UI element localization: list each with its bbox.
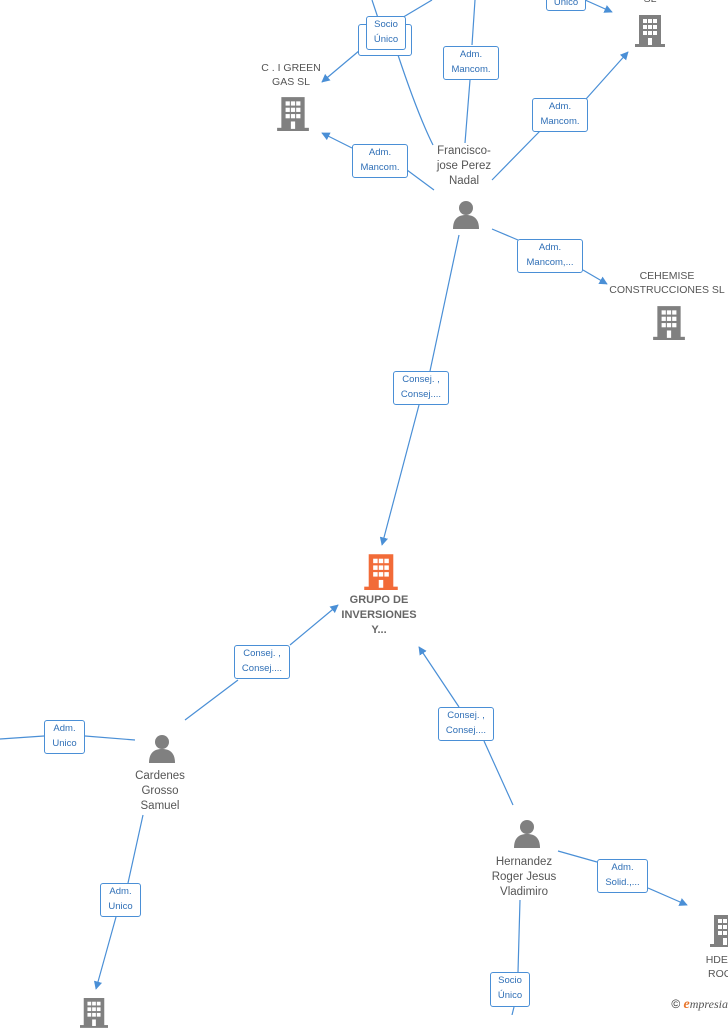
edge-label-adm-unico-bottom[interactable]: Adm. Unico — [100, 883, 141, 917]
node-label-c-i-green-gas[interactable]: C . I GREEN GAS SL — [261, 62, 321, 88]
building-icon[interactable] — [364, 552, 398, 590]
edge-adm-unico-left — [0, 735, 136, 741]
edge-label-adm-mancom-vertical[interactable]: Adm. Mancom. — [443, 46, 499, 80]
edge-label-adm-solid[interactable]: Adm. Solid.,... — [597, 859, 648, 893]
edge-unico-top-right — [584, 0, 613, 13]
edge-label-unico-top-right[interactable]: Unico — [546, 0, 586, 11]
copyright-brand: © empresia — [671, 997, 728, 1013]
building-icon[interactable] — [710, 912, 728, 948]
person-icon[interactable] — [512, 818, 542, 848]
edge-consej-cardenes — [184, 605, 338, 721]
building-icon[interactable] — [80, 996, 108, 1028]
edge-adm-cehemise — [491, 228, 607, 284]
node-label-cehemise[interactable]: CEHEMISE CONSTRUCCIONES SL — [609, 270, 725, 296]
edge-label-consej-francisco[interactable]: Consej. , Consej.... — [393, 371, 449, 405]
node-label-cardenes[interactable]: Cardenes Grosso Samuel — [135, 770, 185, 812]
edge-consej-hernandez — [419, 647, 514, 806]
edge-adm-green — [322, 133, 435, 191]
edge-francisco-up-left — [397, 54, 434, 146]
edge-adm-unico-bottom — [96, 814, 144, 989]
edge-adm-right — [491, 52, 628, 181]
edge-label-adm-unico-left[interactable]: Adm. Unico — [44, 720, 85, 754]
edge-adm-vertical — [464, 0, 476, 144]
edge-socio-unico-bottom — [511, 899, 521, 1015]
edge-label-adm-mancom-cehemise[interactable]: Adm. Mancom,... — [517, 239, 583, 273]
building-icon[interactable] — [653, 304, 685, 340]
edge-label-consej-cardenes[interactable]: Consej. , Consej.... — [234, 645, 290, 679]
person-icon[interactable] — [451, 199, 481, 229]
brand-logo: empresia — [683, 997, 728, 1012]
edge-adm-solid — [557, 850, 687, 905]
node-label-top-right-company[interactable]: SL — [630, 0, 670, 6]
building-icon[interactable] — [635, 12, 665, 48]
node-label-hernandez[interactable]: Hernandez Roger Jesus Vladimiro — [491, 856, 557, 898]
copyright-symbol: © — [671, 997, 681, 1011]
edge-label-adm-mancom-right[interactable]: Adm. Mancom. — [532, 98, 588, 132]
edge-label-socio-unico-top[interactable]: Socio Único — [366, 16, 406, 50]
edge-consej-francisco — [382, 234, 460, 545]
edge-label-adm-mancom-green[interactable]: Adm. Mancom. — [352, 144, 408, 178]
person-icon[interactable] — [147, 733, 177, 763]
building-icon[interactable] — [277, 95, 309, 131]
node-label-francisco[interactable]: Francisco- jose Perez Nadal — [436, 145, 492, 187]
node-label-grupo[interactable]: GRUPO DE INVERSIONES Y... — [341, 594, 417, 636]
edge-label-consej-hernandez[interactable]: Consej. , Consej.... — [438, 707, 494, 741]
node-label-hdez[interactable]: HDEZ ROG — [705, 954, 728, 980]
edge-label-socio-unico-bottom[interactable]: Socio Único — [490, 972, 530, 1007]
